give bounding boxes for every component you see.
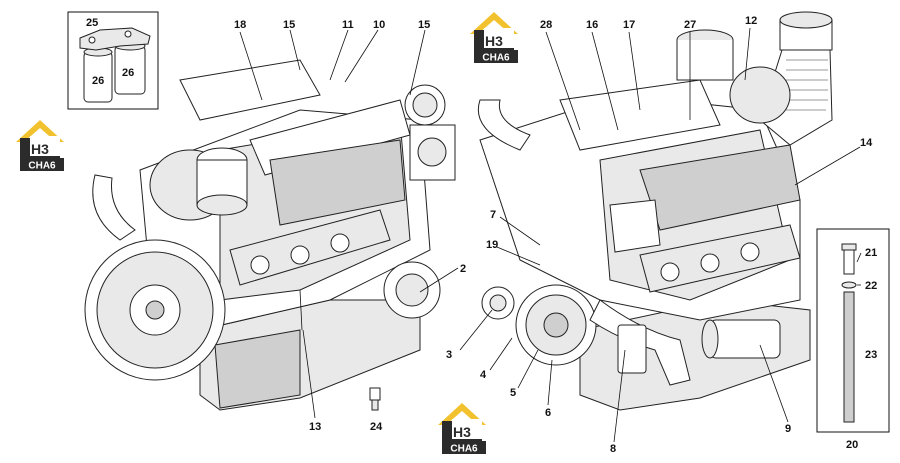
svg-text:CHA6: CHA6	[450, 444, 478, 455]
callout-15-b: 15	[418, 19, 430, 31]
engine-right-view	[478, 11, 833, 411]
callout-19: 19	[486, 239, 498, 251]
logo-top-center: H3 CHA6	[470, 12, 518, 64]
callout-2: 2	[460, 263, 466, 275]
callout-21: 21	[865, 247, 877, 259]
callout-10: 10	[373, 19, 385, 31]
callout-22: 22	[865, 280, 877, 292]
callout-23: 23	[865, 349, 877, 361]
callout-18: 18	[234, 19, 246, 31]
callout-24: 24	[370, 421, 383, 433]
callout-27: 27	[684, 19, 696, 31]
callout-20: 20	[846, 439, 858, 451]
callout-5: 5	[510, 387, 516, 399]
svg-text:H3: H3	[31, 141, 49, 157]
leader-lines	[239, 27, 862, 443]
callout-labels: 25 26 26 18 15 11 10 15 2 13 24 28 16 17…	[86, 15, 877, 455]
engine-left-view	[84, 59, 456, 411]
callout-9: 9	[785, 423, 791, 435]
svg-text:CHA6: CHA6	[482, 53, 510, 64]
callout-28: 28	[540, 19, 552, 31]
callout-17: 17	[623, 19, 635, 31]
callout-11: 11	[342, 19, 354, 31]
callout-8: 8	[610, 443, 616, 455]
filter-inset	[67, 11, 159, 110]
callout-3: 3	[446, 349, 452, 361]
callout-4: 4	[480, 369, 487, 381]
logo-left: H3 CHA6	[16, 120, 64, 172]
sensor-part-24	[369, 387, 381, 411]
bolt-inset	[816, 228, 890, 433]
callout-6: 6	[545, 407, 551, 419]
callout-16: 16	[586, 19, 598, 31]
callout-14: 14	[860, 137, 873, 149]
callout-13: 13	[309, 421, 321, 433]
callout-25: 25	[86, 17, 98, 29]
svg-text:CHA6: CHA6	[28, 161, 56, 172]
callout-7: 7	[490, 209, 496, 221]
callout-26-a: 26	[92, 75, 104, 87]
logo-bottom-center: H3 CHA6	[438, 403, 486, 455]
svg-text:H3: H3	[453, 424, 471, 440]
callout-12: 12	[745, 15, 757, 27]
callout-26-b: 26	[122, 67, 134, 79]
callout-15-a: 15	[283, 19, 295, 31]
svg-text:H3: H3	[485, 33, 503, 49]
